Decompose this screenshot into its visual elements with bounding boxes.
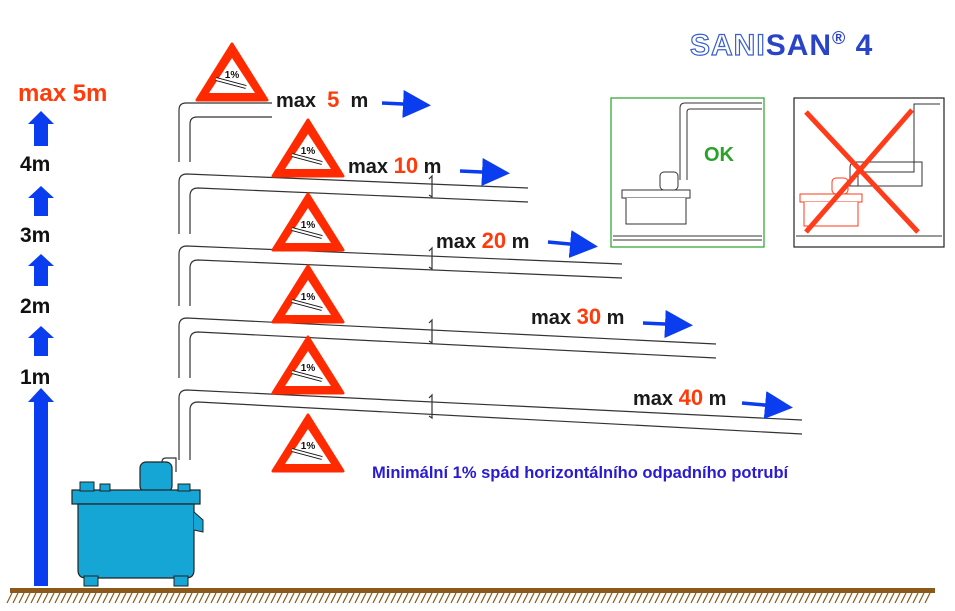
bad-panel [793,97,945,248]
direction-arrow-2 [459,158,510,187]
slope-badge-text: 1% [225,70,240,81]
direction-arrow-4 [642,310,693,339]
slope-warning-icon: 1% [271,264,345,324]
height-scale-arrows [28,111,54,586]
slope-warning-icon: 1% [195,42,269,102]
step-arrow-2m [28,326,54,356]
direction-arrow-5 [741,391,793,420]
brand-logo: SANISAN® 4 [689,28,874,63]
direction-arrows [381,90,793,420]
slope-badges: 1% 1% 1% 1% 1% 1% [195,42,345,473]
pump-unit [71,457,204,587]
direction-arrow-1 [381,90,431,118]
main-height-arrow [28,388,54,586]
run-label-4: max 30 m [531,304,625,329]
ok-label: OK [704,144,734,166]
slope-badge-text: 1% [301,292,316,303]
pipes [178,102,803,460]
brand-reg: ® [832,28,847,48]
height-mark-2m: 2m [20,295,51,318]
slope-badge-text: 1% [301,146,316,157]
run-label-5: max 40 m [633,385,727,410]
ground [6,588,935,604]
height-mark-3m: 3m [20,224,51,247]
slope-note: Minimální 1% spád horizontálního odpadní… [372,464,789,482]
step-arrow-3m [28,254,54,286]
height-mark-1m: 1m [20,366,51,389]
height-mark-4m: 4m [20,153,51,176]
cross-line-1 [804,110,920,234]
slope-warning-icon: 1% [271,335,345,395]
step-arrow-4m [28,186,54,216]
slope-warning-icon: 1% [271,192,345,252]
slope-badge-text: 1% [301,363,316,374]
run-label-3: max 20 m [436,228,530,253]
slope-warning-icon: 1% [271,413,345,473]
brand-part2: SAN [765,29,833,62]
slope-warning-icon: 1% [271,118,345,178]
brand-model: 4 [855,29,874,62]
brand-part1: SANI [689,28,766,62]
step-arrow-5m [28,111,54,146]
run-label-1: max 5 m [276,87,369,112]
ok-panel [610,97,765,248]
cross-line-2 [804,108,914,234]
run-label-2: max 10 m [348,153,442,178]
slope-badge-text: 1% [301,441,316,452]
slope-badge-text: 1% [301,220,316,231]
max-height-label: max 5m [18,80,108,107]
direction-arrow-3 [547,230,598,258]
